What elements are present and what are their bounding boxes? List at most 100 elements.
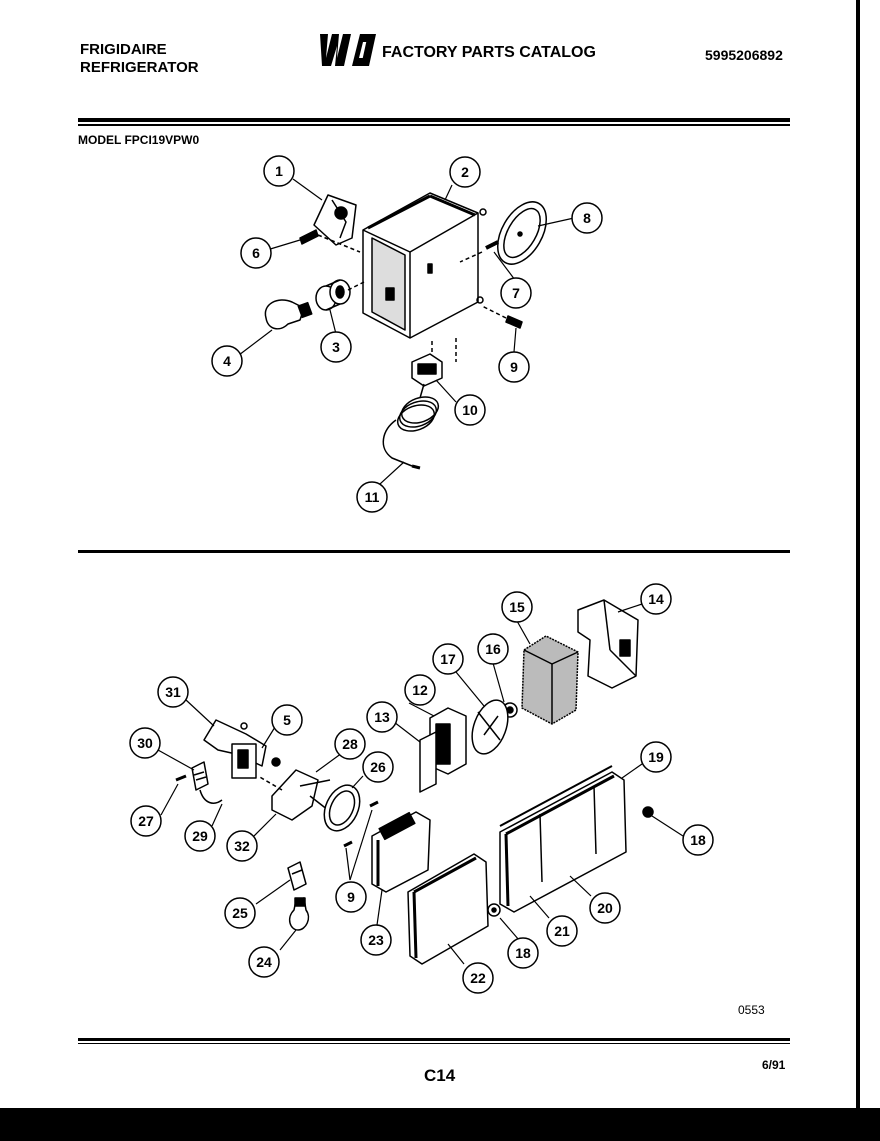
svg-text:2: 2	[461, 164, 469, 180]
svg-text:19: 19	[648, 749, 664, 765]
callout-24: 24	[248, 946, 280, 978]
callout-19: 19	[640, 741, 672, 773]
callout-15: 15	[501, 591, 533, 623]
model-label: MODEL FPCI19VPW0	[78, 133, 200, 147]
light-cover-part	[496, 201, 548, 265]
svg-text:1: 1	[275, 163, 283, 179]
callout-13: 13	[366, 701, 398, 733]
svg-text:5: 5	[283, 712, 291, 728]
callout-21: 21	[546, 915, 578, 947]
switch-part	[313, 194, 357, 246]
switch-5-part	[231, 743, 281, 779]
leader-lines	[157, 178, 684, 965]
callout-8: 8	[571, 202, 603, 234]
callout-28: 28	[334, 728, 366, 760]
clip-part	[459, 240, 499, 263]
bracket-14-part	[577, 599, 639, 689]
callout-7: 7	[500, 277, 532, 309]
screw-9-bottom-part	[343, 800, 379, 848]
svg-text:10: 10	[462, 402, 478, 418]
callout-17: 17	[432, 643, 464, 675]
callout-32: 32	[226, 830, 258, 862]
page-number: C14	[424, 1066, 456, 1085]
panel-20-part	[539, 785, 597, 883]
grille-part	[371, 811, 431, 893]
callout-5: 5	[271, 704, 303, 736]
svg-text:9: 9	[510, 359, 518, 375]
svg-text:11: 11	[365, 489, 380, 505]
svg-text:22: 22	[470, 970, 486, 986]
bulb-24-part	[288, 897, 310, 931]
footer-rule-thin	[78, 1043, 790, 1044]
svg-text:4: 4	[223, 353, 231, 369]
callout-18-bottom: 18	[507, 937, 539, 969]
svg-text:12: 12	[412, 682, 428, 698]
callout-31: 31	[157, 676, 189, 708]
page-frame-bottom	[0, 1108, 880, 1141]
callout-10: 10	[454, 394, 486, 426]
header-rule-thin	[78, 124, 790, 126]
svg-text:28: 28	[342, 736, 358, 752]
callout-23: 23	[360, 924, 392, 956]
callout-25: 25	[224, 897, 256, 929]
fan-blade-part	[471, 699, 509, 755]
svg-text:8: 8	[583, 210, 591, 226]
capillary-tube-part	[382, 383, 440, 470]
svg-text:17: 17	[440, 651, 456, 667]
filter-part	[521, 635, 579, 725]
socket-25-part	[287, 861, 307, 891]
screw-6-part	[299, 229, 361, 253]
fan-bracket-28-part	[257, 769, 331, 821]
svg-text:20: 20	[597, 900, 613, 916]
svg-text:21: 21	[554, 923, 570, 939]
illustration-code: 0553	[738, 1003, 765, 1017]
callout-1: 1	[263, 155, 295, 187]
callout-30: 30	[129, 727, 161, 759]
header-rule-thick	[78, 118, 790, 122]
product-type: REFRIGERATOR	[80, 59, 199, 76]
svg-text:15: 15	[509, 599, 525, 615]
svg-text:6: 6	[252, 245, 260, 261]
callout-2: 2	[449, 156, 481, 188]
fan-motor-housing-part	[419, 707, 467, 793]
panel-22-part	[407, 853, 489, 965]
callout-6: 6	[240, 237, 272, 269]
svg-text:24: 24	[256, 954, 272, 970]
thermostat-part	[411, 338, 457, 387]
callout-14: 14	[640, 583, 672, 615]
housing-box-part	[362, 192, 487, 339]
small-parts-left	[175, 761, 223, 804]
callout-26: 26	[362, 751, 394, 783]
callout-12: 12	[404, 674, 436, 706]
callout-9-bottom: 9	[335, 881, 367, 913]
svg-text:3: 3	[332, 339, 340, 355]
svg-text:26: 26	[370, 759, 386, 775]
wci-logo	[320, 34, 376, 66]
screw-18-part	[487, 806, 654, 917]
brand-name: FRIGIDAIRE	[80, 41, 167, 58]
callout-27: 27	[130, 805, 162, 837]
svg-text:25: 25	[232, 905, 248, 921]
screw-9-top-part	[481, 305, 523, 329]
callout-16: 16	[477, 633, 509, 665]
svg-text:9: 9	[347, 889, 355, 905]
svg-text:29: 29	[192, 828, 208, 844]
publication-date: 6/91	[762, 1058, 786, 1072]
svg-text:32: 32	[234, 838, 250, 854]
svg-text:18: 18	[690, 832, 706, 848]
lamp-socket-part	[315, 279, 365, 311]
callout-20: 20	[589, 892, 621, 924]
svg-text:14: 14	[648, 591, 664, 607]
callout-9-top: 9	[498, 351, 530, 383]
section-divider	[78, 550, 790, 553]
fan-ring-part	[323, 784, 361, 832]
light-bulb-part	[264, 299, 313, 330]
svg-text:31: 31	[165, 684, 181, 700]
svg-text:16: 16	[485, 641, 501, 657]
callout-3: 3	[320, 331, 352, 363]
svg-text:27: 27	[138, 813, 154, 829]
callout-11: 11	[356, 481, 388, 513]
callout-22: 22	[462, 962, 494, 994]
svg-text:23: 23	[368, 932, 384, 948]
